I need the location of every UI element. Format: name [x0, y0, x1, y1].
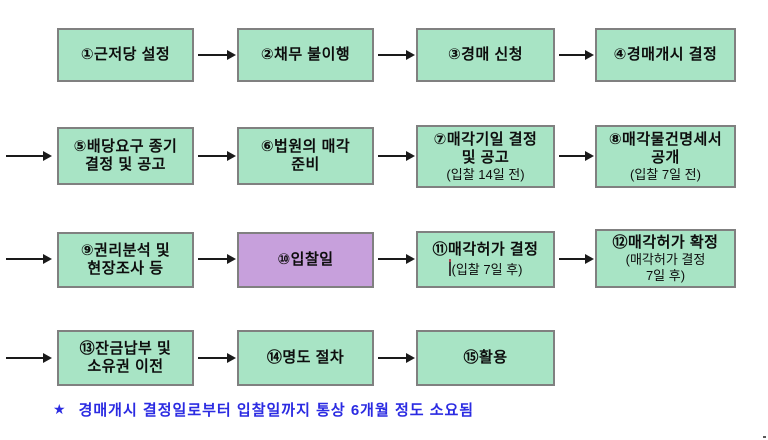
star-icon: ★ — [53, 401, 66, 417]
step-11-label: ⑪매각허가 결정 — [432, 241, 539, 259]
step-12-sub-label: (매각허가 결정 — [625, 252, 706, 267]
step-9-box: ⑨권리분석 및 현장조사 등 — [57, 232, 194, 288]
step-4-label: ④경매개시 결정 — [613, 46, 718, 63]
flow-arrow — [198, 50, 236, 60]
step-9-label: ⑨권리분석 및 — [80, 242, 171, 259]
step-2-box: ②채무 불이행 — [237, 28, 374, 82]
step-14-box: ⑭명도 절차 — [237, 330, 374, 386]
stray-dot — [763, 436, 766, 438]
text-cursor-icon — [448, 259, 451, 277]
step-7-box: ⑦매각기일 결정 및 공고 (입찰 14일 전) — [416, 125, 555, 188]
step-12-label: ⑫매각허가 확정 — [612, 234, 719, 251]
step-3-label: ③경매 신청 — [447, 46, 524, 63]
step-12-sub-label2: 7일 후) — [645, 267, 686, 283]
flow-arrow — [198, 353, 236, 363]
flow-arrow — [559, 50, 594, 60]
step-6-label: ⑥법원의 매각 — [260, 138, 351, 155]
step-4-box: ④경매개시 결정 — [595, 28, 736, 82]
step-12-box: ⑫매각허가 확정 (매각허가 결정 7일 후) — [595, 229, 736, 288]
flow-arrow — [378, 151, 415, 161]
step-6-label2: 준비 — [291, 156, 320, 173]
footnote-text: 경매개시 결정일로부터 입찰일까지 통상 6개월 정도 소요됨 — [78, 402, 475, 419]
flow-arrow — [559, 254, 594, 264]
step-5-label: ⑤배당요구 종기 — [73, 138, 178, 155]
step-1-label: ①근저당 설정 — [80, 46, 171, 63]
step-13-box: ⑬잔금납부 및 소유권 이전 — [57, 330, 194, 386]
step-7-label2: 및 공고 — [461, 148, 510, 166]
flow-arrow — [198, 254, 236, 264]
step-15-box: ⑮활용 — [416, 330, 555, 386]
step-10-label: ⑩입찰일 — [277, 251, 334, 268]
flow-arrow — [198, 151, 236, 161]
flow-arrow — [6, 151, 52, 161]
step-5-box: ⑤배당요구 종기 결정 및 공고 — [57, 127, 194, 185]
step-11-box: ⑪매각허가 결정 (입찰 7일 후) — [416, 231, 555, 288]
step-13-label2: 소유권 이전 — [87, 358, 164, 375]
step-11-sub-text: (입찰 7일 후) — [451, 262, 523, 278]
flow-arrow — [559, 151, 594, 161]
step-9-label2: 현장조사 등 — [87, 260, 164, 277]
step-1-box: ①근저당 설정 — [57, 28, 194, 82]
step-7-sub-label: (입찰 14일 전) — [446, 166, 525, 182]
step-11-sub-label: (입찰 7일 후) — [448, 259, 523, 278]
step-13-label: ⑬잔금납부 및 — [79, 340, 172, 357]
flow-arrow — [378, 50, 415, 60]
step-8-sub-label: (입찰 7일 전) — [630, 166, 701, 182]
step-14-label: ⑭명도 절차 — [266, 349, 345, 366]
step-8-box: ⑧매각물건명세서 공개 (입찰 7일 전) — [595, 125, 736, 188]
step-7-label: ⑦매각기일 결정 — [433, 130, 538, 148]
step-15-label: ⑮활용 — [463, 349, 508, 366]
flow-arrow — [378, 353, 415, 363]
step-8-label: ⑧매각물건명세서 — [608, 130, 723, 148]
step-5-label2: 결정 및 공고 — [85, 156, 166, 173]
flow-arrow — [378, 254, 415, 264]
step-2-label: ②채무 불이행 — [260, 46, 351, 63]
footnote: ★ 경매개시 결정일로부터 입찰일까지 통상 6개월 정도 소요됨 — [53, 399, 474, 420]
flow-arrow — [6, 254, 52, 264]
flow-arrow — [6, 353, 52, 363]
step-3-box: ③경매 신청 — [416, 28, 555, 82]
step-10-box: ⑩입찰일 — [237, 232, 374, 288]
step-8-label2: 공개 — [651, 148, 680, 166]
step-6-box: ⑥법원의 매각 준비 — [237, 127, 374, 185]
